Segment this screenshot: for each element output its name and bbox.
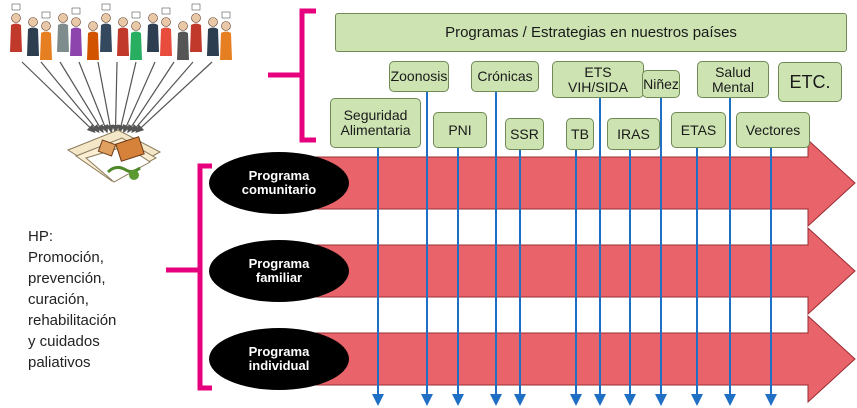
person-icon [10, 3, 22, 52]
crowd-illustration [10, 3, 232, 183]
program-box-zoonosis: Zoonosis [389, 61, 449, 92]
program-box-seguridad-alimentaria: Seguridad Alimentaria [330, 98, 421, 148]
level-arrow [261, 226, 856, 316]
converging-arrow [123, 61, 156, 133]
person-icon [87, 21, 99, 60]
program-box-etc: ETC. [778, 62, 842, 102]
person-icon [100, 3, 112, 52]
programs-bracket [268, 8, 316, 143]
down-arrow [452, 146, 464, 406]
person-icon [117, 17, 129, 56]
program-box-iras: IRAS [607, 118, 660, 150]
down-arrow [655, 98, 667, 406]
program-box-cronicas: Crónicas [471, 61, 539, 92]
person-icon [130, 11, 142, 60]
down-arrow [624, 146, 636, 406]
program-box-ets-vih-sida: ETS VIH/SIDA [552, 61, 644, 98]
down-arrow [691, 146, 703, 406]
converging-arrows-icon [21, 61, 213, 134]
arrowhead [106, 124, 114, 134]
down-arrow [570, 146, 582, 406]
down-arrow [421, 90, 433, 406]
arrowhead [100, 124, 109, 134]
program-level-comunitario: Programa comunitario [209, 152, 349, 214]
program-box-ssr: SSR [505, 118, 544, 150]
program-box-tb: TB [566, 118, 594, 150]
person-icon [40, 11, 52, 60]
arrowhead [127, 124, 136, 134]
arrowhead [135, 124, 145, 133]
hp-description: HP: Promoción, prevención, curación, reh… [28, 228, 117, 371]
converging-arrow [127, 61, 175, 133]
person-icon [177, 21, 189, 60]
programs-header: Programas / Estrategias en nuestros país… [335, 13, 847, 52]
converging-arrow [131, 61, 194, 133]
converging-arrow [135, 61, 213, 133]
converging-arrow [97, 61, 112, 133]
arrowhead [123, 124, 131, 134]
person-icon [27, 17, 39, 56]
person-icon [190, 3, 202, 52]
person-icon [207, 17, 219, 56]
program-level-individual: Programa individual [209, 328, 349, 390]
program-box-etas: ETAS [671, 112, 726, 148]
converging-arrow [21, 61, 95, 133]
program-box-ninez: Niñez [642, 70, 680, 98]
converging-arrow [40, 61, 100, 133]
down-arrow [765, 146, 777, 406]
converging-arrow [78, 61, 108, 133]
papers-icon [66, 129, 162, 183]
arrowhead [111, 124, 120, 134]
program-level-familiar: Programa familiar [209, 240, 349, 302]
level-arrow [261, 314, 856, 404]
program-box-vectores: Vectores [736, 112, 810, 148]
person-icon [147, 13, 159, 52]
down-arrow [724, 98, 736, 406]
levels-bracket [166, 163, 212, 391]
person-icon [160, 7, 172, 56]
converging-arrow [114, 61, 118, 133]
converging-arrow [59, 61, 104, 133]
program-box-salud-mental: Salud Mental [697, 61, 769, 98]
arrowhead [131, 124, 140, 134]
person-icon [57, 13, 69, 52]
down-arrow [594, 98, 606, 406]
down-arrow [514, 146, 526, 406]
program-box-pni: PNI [433, 112, 487, 148]
down-arrow [490, 90, 502, 406]
person-icon [70, 7, 82, 56]
down-arrow [372, 148, 384, 406]
converging-arrow [119, 61, 137, 133]
crowd-icon [10, 3, 232, 60]
person-icon [220, 11, 232, 60]
level-arrow [261, 138, 856, 228]
